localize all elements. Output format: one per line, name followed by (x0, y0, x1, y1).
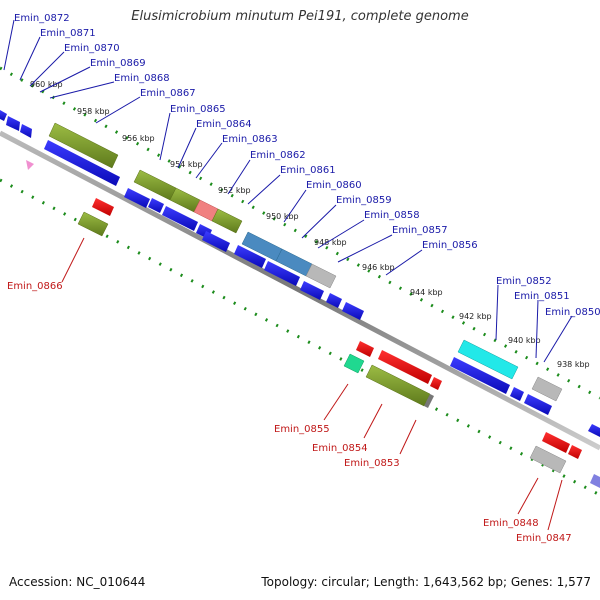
gene-label[interactable]: Emin_0869 (90, 58, 146, 69)
cog-block (48, 122, 119, 169)
gene-label[interactable]: Emin_0871 (40, 28, 96, 39)
gene-label[interactable]: Emin_0866 (7, 281, 63, 292)
gene-label[interactable]: Emin_0852 (496, 276, 552, 287)
cds-arrow (356, 341, 374, 357)
cds-arrow (450, 357, 510, 394)
cds-arrow (342, 302, 364, 320)
gene-label[interactable]: Emin_0870 (64, 43, 120, 54)
cds-arrow (162, 206, 198, 231)
gene-label[interactable]: Emin_0848 (483, 518, 539, 529)
cog-block (424, 394, 434, 408)
scale-label: 948 kbp (314, 238, 347, 247)
reverse-label-leaders (61, 237, 563, 531)
scale-label: 946 kbp (362, 263, 395, 272)
scale-label: 940 kbp (508, 336, 541, 345)
cds-arrow (92, 198, 114, 216)
scale-label: 956 kbp (122, 134, 155, 143)
cds-arrow (524, 394, 552, 415)
cds-arrow (202, 231, 230, 252)
cds-arrow (234, 245, 266, 268)
gene-label[interactable]: Emin_0847 (516, 533, 572, 544)
cds-arrow (542, 432, 570, 453)
gene-label[interactable]: Emin_0857 (392, 225, 448, 236)
cog-block (457, 339, 519, 380)
cds-arrow (0, 110, 7, 121)
cds-arrow (264, 261, 300, 286)
gene-label[interactable]: Emin_0863 (222, 134, 278, 145)
accession-text: Accession: NC_010644 (9, 575, 146, 589)
gene-label[interactable]: Emin_0867 (140, 88, 196, 99)
scale-label: 958 kbp (77, 107, 110, 116)
gene-label[interactable]: Emin_0872 (14, 13, 70, 24)
cog-block (531, 376, 563, 402)
gene-label[interactable]: Emin_0859 (336, 195, 392, 206)
forward-label-leaders (3, 19, 573, 363)
forward-cds-track (0, 110, 600, 437)
cds-arrow (6, 116, 20, 131)
scale-label: 942 kbp (459, 312, 492, 321)
gene-label[interactable]: Emin_0850 (545, 307, 600, 318)
gene-label[interactable]: Emin_0856 (422, 240, 478, 251)
outer-tick-track (0, 66, 600, 400)
cog-block (77, 211, 109, 237)
gene-label[interactable]: Emin_0860 (306, 180, 362, 191)
cds-arrow (300, 281, 324, 300)
genome-summary-text: Topology: circular; Length: 1,643,562 bp… (261, 575, 591, 589)
reverse-cds-track (26, 160, 600, 488)
cds-arrow (124, 188, 150, 208)
cds-arrow (326, 293, 342, 308)
scale-label: 938 kbp (557, 360, 590, 369)
cds-arrow (20, 124, 32, 138)
cds-arrow (430, 377, 442, 390)
gene-label[interactable]: Emin_0851 (514, 291, 570, 302)
cog-block (343, 353, 365, 374)
cog-block (169, 187, 201, 213)
scale-label: 950 kbp (266, 212, 299, 221)
scale-label: 952 kbp (218, 186, 251, 195)
cds-arrow (568, 445, 582, 459)
forward-labels: Emin_0872 Emin_0871 Emin_0870 Emin_0869 … (14, 13, 600, 318)
gene-label[interactable]: Emin_0864 (196, 119, 252, 130)
cds-arrow (148, 198, 164, 213)
gene-label[interactable]: Emin_0855 (274, 424, 330, 435)
scale-label: 944 kbp (410, 288, 443, 297)
cog-block (590, 474, 600, 488)
gene-label[interactable]: Emin_0868 (114, 73, 170, 84)
cds-arrow (378, 350, 432, 384)
inner-tick-track (0, 178, 600, 497)
scale-label: 960 kbp (30, 80, 63, 89)
cog-block (529, 445, 567, 474)
cds-arrow (588, 424, 600, 437)
gene-label[interactable]: Emin_0854 (312, 443, 368, 454)
cog-block (305, 263, 337, 289)
reverse-labels: Emin_0866 Emin_0855 Emin_0854 Emin_0853 … (7, 281, 572, 544)
cds-arrow (26, 160, 34, 170)
gene-label[interactable]: Emin_0861 (280, 165, 336, 176)
cog-band-forward (48, 122, 563, 402)
gene-label[interactable]: Emin_0865 (170, 104, 226, 115)
genome-backbone (0, 130, 600, 451)
gene-label[interactable]: Emin_0853 (344, 458, 400, 469)
cog-block (211, 208, 243, 234)
cds-arrow (510, 387, 524, 401)
cds-arrow (44, 140, 120, 186)
gene-label[interactable]: Emin_0862 (250, 150, 306, 161)
scale-label: 954 kbp (170, 160, 203, 169)
gene-label[interactable]: Emin_0858 (364, 210, 420, 221)
map-title: Elusimicrobium minutum Pei191, complete … (131, 9, 469, 24)
